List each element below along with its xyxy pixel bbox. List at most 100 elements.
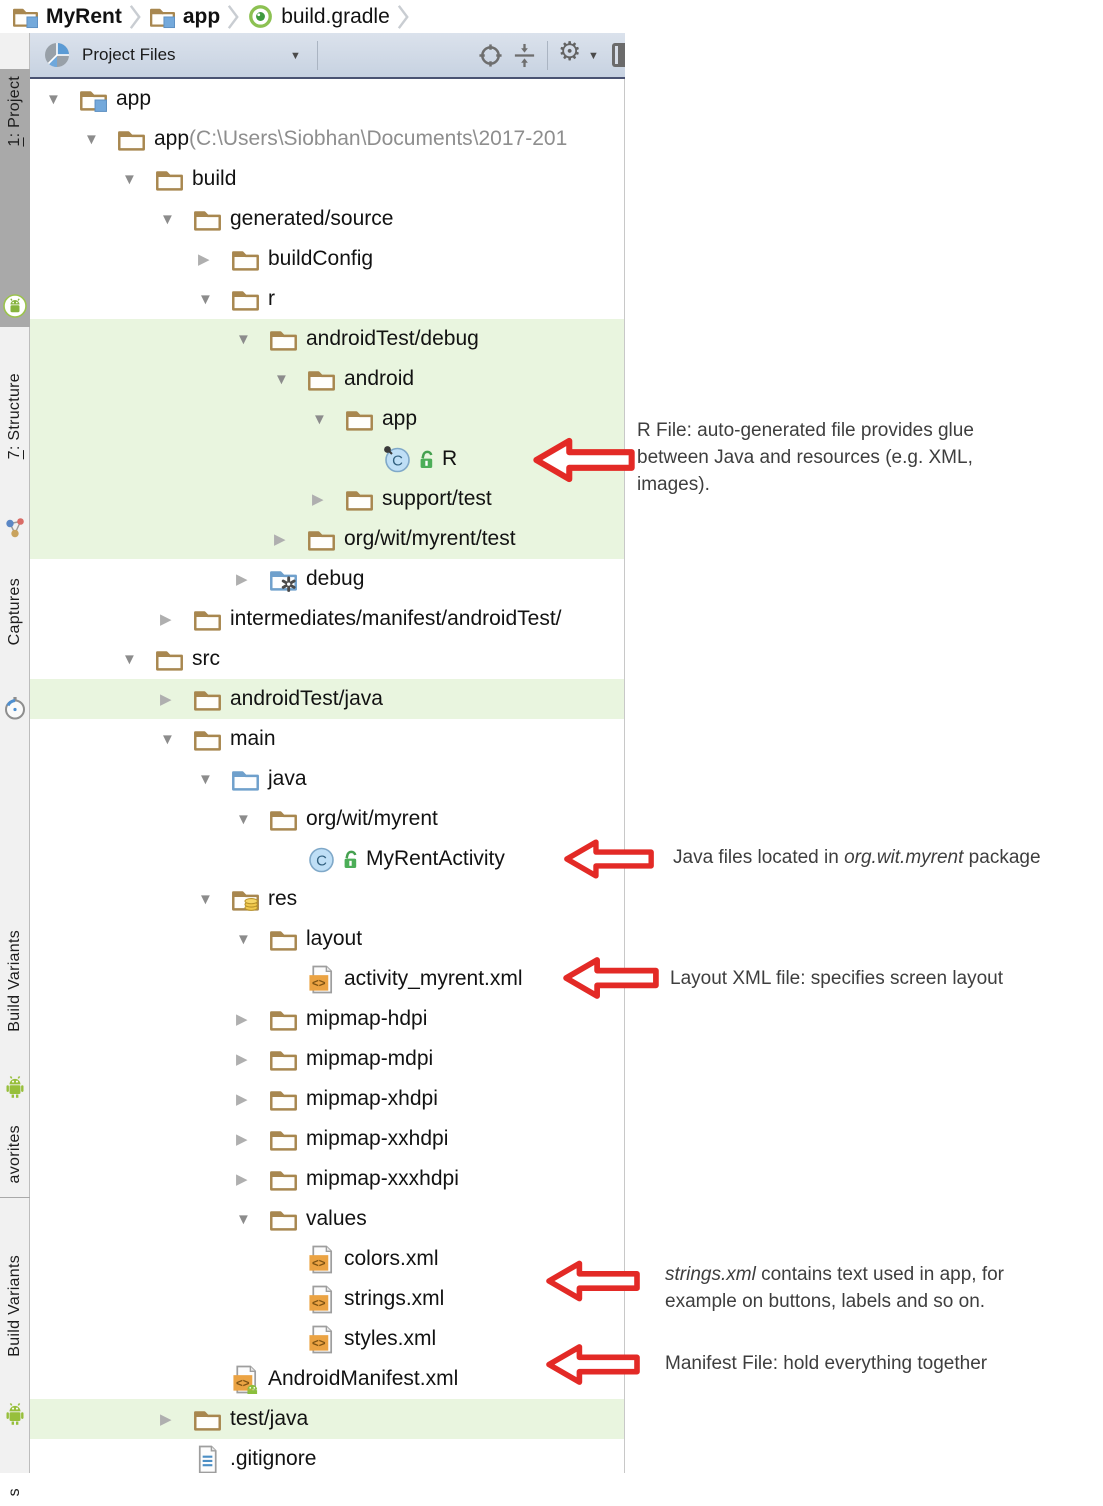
tool-window-bar-divider — [0, 1197, 30, 1198]
tool-button-project[interactable]: 1: Project — [0, 69, 30, 327]
expand-closed-icon[interactable]: ▶ — [198, 251, 210, 268]
settings-gear-icon[interactable]: ⚙ — [558, 37, 582, 67]
tree-row[interactable]: ▼layout — [30, 919, 624, 959]
tree-row[interactable]: ▼generated/source — [30, 199, 624, 239]
tree-row[interactable]: ▶mipmap-hdpi — [30, 999, 624, 1039]
tree-row[interactable]: ▼ android — [30, 359, 624, 399]
tree-row[interactable]: ▶debug — [30, 559, 624, 599]
view-selector[interactable]: Project Files — [82, 45, 176, 64]
tool-button-build-variants[interactable]: Build Variants — [0, 923, 30, 1107]
project-tree: ▼app▼app (C:\Users\Siobhan\Documents\201… — [30, 79, 625, 1473]
tree-row[interactable]: ▶ intermediates/manifest/androidTest/ — [30, 599, 624, 639]
tree-row[interactable]: .gitignore — [30, 1439, 624, 1473]
breadcrumb-item[interactable]: build.gradle — [247, 4, 390, 29]
tree-row[interactable]: MyRentActivity — [30, 839, 624, 879]
expand-open-icon[interactable]: ▼ — [160, 210, 175, 228]
breadcrumb-item[interactable]: MyRent — [12, 4, 122, 29]
expand-open-icon[interactable]: ▼ — [160, 730, 175, 748]
tool-button-avorites[interactable]: avorites — [0, 1118, 30, 1226]
tool-button-captures[interactable]: Captures — [0, 571, 30, 729]
tree-row[interactable]: ▼res — [30, 879, 624, 919]
tool-button-structure[interactable]: 7: Structure — [0, 366, 30, 549]
hide-panel-icon[interactable] — [612, 43, 625, 67]
expand-open-icon[interactable]: ▼ — [236, 1210, 251, 1228]
tree-row[interactable]: ▼app — [30, 399, 624, 439]
expand-open-icon[interactable]: ▼ — [198, 890, 213, 908]
annotation-text: Layout XML file: specifies screen layout — [670, 965, 1003, 992]
tree-row[interactable]: ▶org/wit/myrent/test — [30, 519, 624, 559]
expand-closed-icon[interactable]: ▶ — [160, 1411, 172, 1428]
expand-closed-icon[interactable]: ▶ — [236, 1091, 248, 1108]
xml-file-icon — [307, 965, 336, 994]
tree-row-label: styles.xml — [344, 1327, 437, 1350]
expand-open-icon[interactable]: ▼ — [236, 810, 251, 828]
dropdown-arrow-icon[interactable]: ▼ — [290, 50, 301, 62]
chevron-separator-icon — [397, 4, 409, 29]
tree-row[interactable]: AndroidManifest.xml — [30, 1359, 624, 1399]
tree-row-label: intermediates/manifest/androidTest/ — [230, 607, 562, 630]
expand-open-icon[interactable]: ▼ — [122, 650, 137, 668]
annotation-arrow-icon — [545, 1256, 641, 1306]
expand-open-icon[interactable]: ▼ — [274, 370, 289, 388]
folder-icon — [269, 1125, 298, 1154]
expand-closed-icon[interactable]: ▶ — [236, 1131, 248, 1148]
scope-pie-icon — [44, 42, 70, 68]
tree-row[interactable]: ▶androidTest/java — [30, 679, 624, 719]
expand-open-icon[interactable]: ▼ — [198, 290, 213, 308]
tree-row-label: main — [230, 727, 276, 750]
tree-row[interactable]: ▼app (C:\Users\Siobhan\Documents\2017-20… — [30, 119, 624, 159]
tree-row[interactable]: ▶mipmap-xxhdpi — [30, 1119, 624, 1159]
expand-closed-icon[interactable]: ▶ — [236, 1171, 248, 1188]
expand-closed-icon[interactable]: ▶ — [236, 1011, 248, 1028]
tree-row[interactable]: ▶test/java — [30, 1399, 624, 1439]
expand-open-icon[interactable]: ▼ — [122, 170, 137, 188]
expand-open-icon[interactable]: ▼ — [46, 90, 61, 108]
expand-open-icon[interactable]: ▼ — [312, 410, 327, 428]
expand-open-icon[interactable]: ▼ — [84, 130, 99, 148]
tree-row-label: android — [344, 367, 415, 390]
breadcrumb-item[interactable]: app — [149, 4, 220, 29]
collapse-all-icon[interactable] — [512, 43, 537, 68]
unlocked-icon — [342, 849, 359, 870]
tree-row-label: java — [268, 767, 307, 790]
tool-button-s[interactable]: s — [0, 1481, 30, 1506]
tree-row[interactable]: ▶mipmap-xhdpi — [30, 1079, 624, 1119]
tree-row[interactable]: ▼androidTest/debug — [30, 319, 624, 359]
tree-row[interactable]: ▼app — [30, 79, 624, 119]
expand-closed-icon[interactable]: ▶ — [160, 691, 172, 708]
tree-row[interactable]: ▼org/wit/myrent — [30, 799, 624, 839]
locate-icon[interactable] — [478, 43, 503, 68]
tree-row[interactable]: ▶mipmap-xxxhdpi — [30, 1159, 624, 1199]
expand-open-icon[interactable]: ▼ — [198, 770, 213, 788]
tree-row[interactable]: ▼src — [30, 639, 624, 679]
dropdown-arrow-icon[interactable]: ▼ — [588, 50, 599, 62]
tree-row[interactable]: strings.xml — [30, 1279, 624, 1319]
annotation-line: R File: auto-generated file provides glu… — [637, 420, 974, 441]
expand-open-icon[interactable]: ▼ — [236, 930, 251, 948]
expand-closed-icon[interactable]: ▶ — [236, 1051, 248, 1068]
expand-closed-icon[interactable]: ▶ — [236, 571, 248, 588]
tree-row[interactable]: ▶buildConfig — [30, 239, 624, 279]
expand-open-icon[interactable]: ▼ — [236, 330, 251, 348]
tree-row[interactable]: ▼build — [30, 159, 624, 199]
tree-row[interactable]: activity_myrent.xml — [30, 959, 624, 999]
tree-row[interactable]: ▼ java — [30, 759, 624, 799]
folder-icon — [193, 725, 222, 754]
tree-row[interactable]: R — [30, 439, 624, 479]
tree-row[interactable]: ▼values — [30, 1199, 624, 1239]
tree-row[interactable]: ▶mipmap-mdpi — [30, 1039, 624, 1079]
tool-button-label: s — [6, 1488, 23, 1497]
expand-closed-icon[interactable]: ▶ — [274, 531, 286, 548]
tool-button-build-variants[interactable]: Build Variants — [0, 1248, 30, 1434]
tree-row[interactable]: colors.xml — [30, 1239, 624, 1279]
expand-closed-icon[interactable]: ▶ — [160, 611, 172, 628]
folder-icon — [155, 165, 184, 194]
tree-row[interactable]: ▶support/test — [30, 479, 624, 519]
folder-icon — [193, 605, 222, 634]
tree-row-label: .gitignore — [230, 1447, 317, 1470]
annotation-text: Manifest File: hold everything together — [665, 1350, 987, 1377]
expand-closed-icon[interactable]: ▶ — [312, 491, 324, 508]
tree-row[interactable]: styles.xml — [30, 1319, 624, 1359]
tree-row[interactable]: ▼r — [30, 279, 624, 319]
tree-row[interactable]: ▼ main — [30, 719, 624, 759]
